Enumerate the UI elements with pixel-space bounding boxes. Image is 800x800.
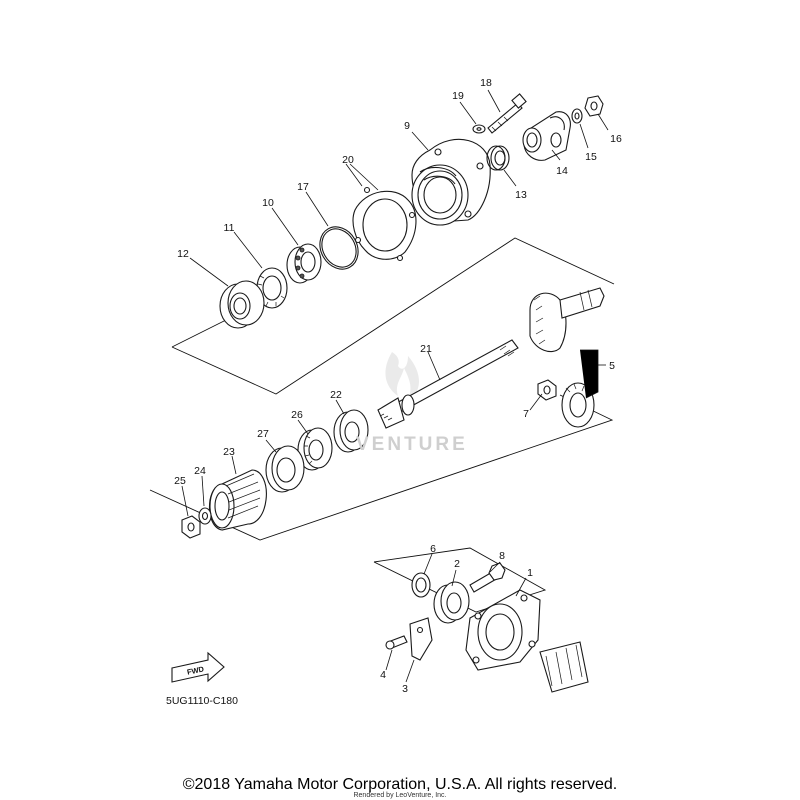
callout-25: 25 bbox=[174, 475, 186, 487]
callout-27: 27 bbox=[257, 428, 269, 440]
callout-17: 17 bbox=[297, 181, 309, 193]
part-22-bearing bbox=[333, 409, 369, 453]
callout-26: 26 bbox=[291, 409, 303, 421]
part-26-gear bbox=[297, 427, 333, 471]
callout-6: 6 bbox=[430, 543, 436, 555]
callout-13: 13 bbox=[515, 189, 527, 201]
part-24-washer bbox=[198, 507, 212, 525]
callout-19: 19 bbox=[452, 90, 464, 102]
part-20-shim bbox=[352, 186, 417, 262]
part-2-bearing bbox=[433, 581, 470, 624]
upper-group-frame bbox=[171, 237, 615, 395]
fwd-label: FWD bbox=[186, 664, 205, 676]
callout-9: 9 bbox=[404, 120, 410, 132]
copyright-notice: ©2018 Yamaha Motor Corporation, U.S.A. A… bbox=[182, 776, 618, 793]
callout-12: 12 bbox=[177, 248, 189, 260]
callout-22: 22 bbox=[330, 389, 342, 401]
part-4-bolt bbox=[385, 635, 408, 650]
callout-8: 8 bbox=[499, 550, 505, 562]
leader-lines bbox=[181, 89, 609, 683]
part-3-bracket bbox=[409, 617, 433, 661]
watermark-text: VENTURE bbox=[356, 434, 468, 455]
part-18-bolt bbox=[487, 93, 527, 134]
callout-4: 4 bbox=[380, 669, 386, 681]
part-15-washer bbox=[571, 108, 583, 124]
callout-5: 5 bbox=[609, 360, 615, 372]
part-9-housing bbox=[411, 138, 491, 226]
part-21-shaft bbox=[377, 339, 519, 429]
upper-frame-link bbox=[171, 317, 231, 348]
callout-21: 21 bbox=[420, 343, 432, 355]
part-27-bearing bbox=[265, 445, 305, 493]
part-10-bearing bbox=[286, 243, 322, 284]
callout-20: 20 bbox=[342, 154, 354, 166]
part-6-shim bbox=[411, 572, 431, 598]
part-7-nut bbox=[537, 379, 557, 401]
callout-18: 18 bbox=[480, 77, 492, 89]
part-8-bolt bbox=[469, 562, 506, 593]
callout-labels: 18 19 9 16 15 14 13 20 17 10 11 12 21 5 … bbox=[174, 77, 622, 695]
part-code: 5UG1110-C180 bbox=[166, 695, 238, 707]
part-23-collar bbox=[208, 469, 267, 531]
part-14-yoke bbox=[522, 111, 571, 161]
part-17-o-ring bbox=[319, 226, 359, 270]
callout-7: 7 bbox=[523, 408, 529, 420]
callout-10: 10 bbox=[262, 197, 274, 209]
fwd-arrow-icon: FWD bbox=[171, 651, 225, 683]
part-5-gear-set bbox=[529, 287, 605, 428]
callout-1: 1 bbox=[527, 567, 533, 579]
callout-15: 15 bbox=[585, 151, 597, 163]
part-12-bearing bbox=[219, 280, 265, 329]
part-13-oil-seal bbox=[486, 145, 510, 171]
part-1-housing bbox=[465, 589, 589, 693]
callout-11: 11 bbox=[224, 222, 235, 234]
part-16-nut bbox=[584, 95, 604, 117]
watermark-logo bbox=[385, 352, 419, 402]
callout-24: 24 bbox=[194, 465, 206, 477]
part-25-nut bbox=[181, 515, 201, 539]
callout-23: 23 bbox=[223, 446, 235, 458]
rendered-by-notice: Rendered by LeoVenture, Inc. bbox=[353, 792, 447, 799]
callout-14: 14 bbox=[556, 165, 568, 177]
part-19-washer bbox=[472, 124, 486, 134]
callout-3: 3 bbox=[402, 683, 408, 695]
callout-2: 2 bbox=[454, 558, 460, 570]
callout-16: 16 bbox=[610, 133, 622, 145]
